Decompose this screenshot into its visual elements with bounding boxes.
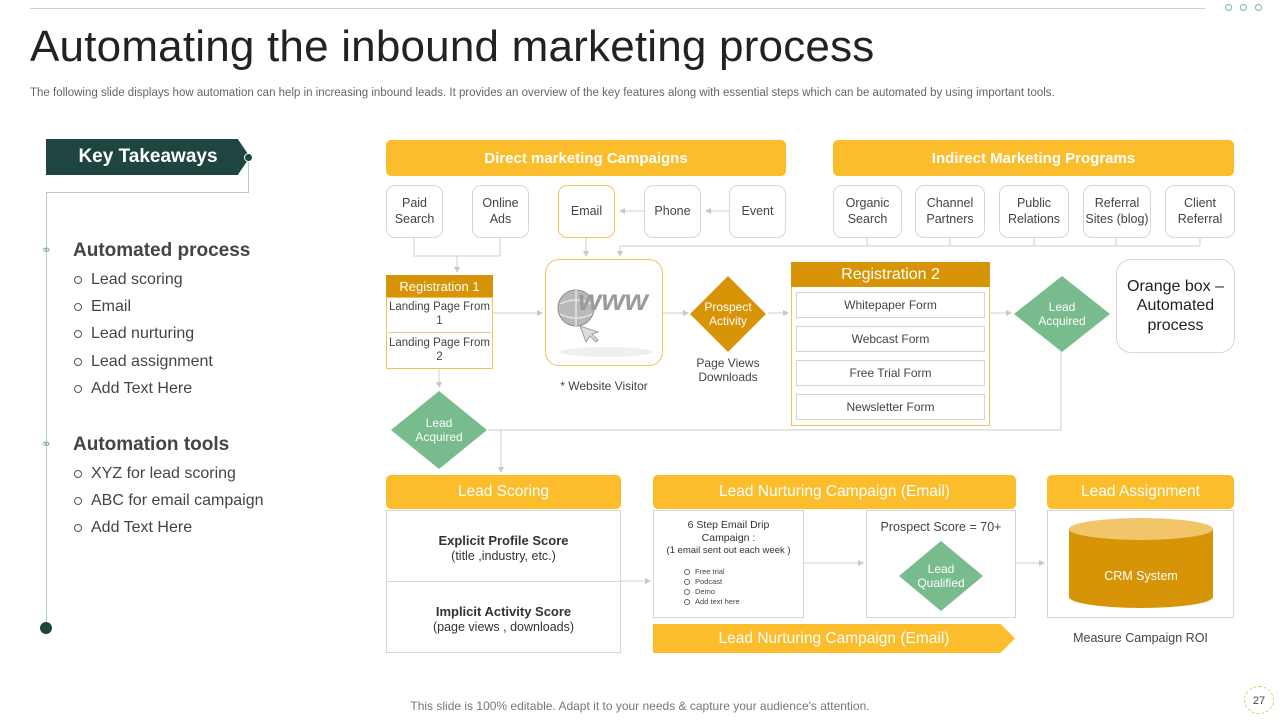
channel-phone: Phone [644,185,701,238]
list-item: Add Text Here [74,380,192,398]
list-item: Demo [684,587,794,597]
circle-bullet-icon [74,330,82,338]
website-visitor-label: * Website Visitor [560,379,648,393]
divider [388,332,491,333]
list-item: XYZ for lead scoring [74,465,236,483]
connector-line [46,192,249,193]
top-divider [30,8,1205,9]
timeline-end-dot [40,622,52,634]
section-marker-icon: ◦» [42,244,50,256]
circle-bullet-icon [74,524,82,532]
measure-roi-label: Measure Campaign ROI [1073,631,1208,645]
channel-organic-search: Organic Search [833,185,902,238]
landing-page-form-2: Landing Page From 2 [388,337,490,363]
channel-email: Email [558,185,615,238]
lead-scoring-header: Lead Scoring [386,475,621,509]
crm-database-icon [1069,518,1213,608]
decorative-dots [1225,4,1262,11]
channel-paid-search: Paid Search [386,185,443,238]
newsletter-form: Newsletter Form [796,394,985,420]
section-marker-icon: ◦» [42,438,50,450]
slide-title: Automating the inbound marketing process [30,22,875,71]
list-item: Lead assignment [74,353,213,371]
prospect-score-label: Prospect Score = 70+ [880,520,1002,534]
dot-icon [1225,4,1232,11]
list-item: Add Text Here [74,519,192,537]
lead-acquired-right-label: Lead Acquired [1038,299,1086,328]
lead-acquired-left-label: Lead Acquired [415,415,463,444]
www-text: www [578,284,650,317]
channel-channel-partners: Channel Partners [915,185,985,238]
drip-campaign-title: 6 Step Email Drip Campaign : [687,519,770,545]
list-item: Email [74,298,131,316]
section-heading-automated-process: Automated process [73,240,251,261]
lead-acquired-left-diamond [391,391,487,469]
section-heading-automation-tools: Automation tools [73,434,230,455]
dot-icon [1240,4,1247,11]
page-number-ring [1244,686,1274,714]
crm-system-label: CRM System [1104,569,1178,583]
channel-client-referral: Client Referral [1165,185,1235,238]
list-item: Lead scoring [74,271,183,289]
whitepaper-form: Whitepaper Form [796,292,985,318]
webcast-form: Webcast Form [796,326,985,352]
orange-box-legend: Orange box – Automated process [1116,259,1235,353]
page-views-label: Page Views Downloads [696,356,760,385]
channel-online-ads: Online Ads [472,185,529,238]
slide-footer: This slide is 100% editable. Adapt it to… [410,699,870,713]
page-number: 27 [1252,695,1266,707]
channel-event: Event [729,185,786,238]
timeline-line [46,192,47,626]
free-trial-form: Free Trial Form [796,360,985,386]
prospect-activity-diamond [690,276,766,352]
prospect-activity-label: Prospect Activity [704,299,752,328]
globe-www-icon: www [557,284,652,357]
explicit-profile-desc: (title ,industry, etc.) [451,549,556,563]
dot-icon [1255,4,1262,11]
lead-qualified-diamond [899,541,983,611]
drip-campaign-list: Free trial Podcast Demo Add text here [684,567,794,608]
slide-subtitle: The following slide displays how automat… [30,87,1055,99]
circle-bullet-icon [74,358,82,366]
circle-bullet-icon [74,385,82,393]
circle-bullet-icon [74,497,82,505]
lead-acquired-right-diamond [1014,276,1110,352]
list-item: ABC for email campaign [74,492,264,510]
connector-line [248,162,249,193]
website-graphic-box: www [545,259,663,366]
key-takeaways-banner: Key Takeaways [46,139,250,175]
circle-bullet-icon [74,276,82,284]
indirect-marketing-header: Indirect Marketing Programs [833,140,1234,176]
explicit-profile-score: Explicit Profile Score [438,533,569,548]
lead-qualified-label: Lead Qualified [917,561,965,590]
lead-nurturing-header: Lead Nurturing Campaign (Email) [653,475,1016,509]
implicit-activity-desc: (page views , downloads) [432,620,575,634]
drip-campaign-note: (1 email sent out each week ) [666,545,791,556]
banner-node-icon [244,153,253,162]
registration-2-title: Registration 2 [791,262,990,287]
channel-public-relations: Public Relations [999,185,1069,238]
circle-bullet-icon [74,303,82,311]
list-item: Podcast [684,577,794,587]
divider [386,581,621,582]
lead-assignment-header: Lead Assignment [1047,475,1234,509]
registration-1-panel [386,297,493,369]
list-item: Lead nurturing [74,325,194,343]
implicit-activity-score: Implicit Activity Score [435,604,572,619]
circle-bullet-icon [74,470,82,478]
list-item: Add text here [684,597,794,607]
lead-nurturing-banner: Lead Nurturing Campaign (Email) [653,624,1015,653]
list-item: Free trial [684,567,794,577]
channel-referral-sites: Referral Sites (blog) [1083,185,1151,238]
landing-page-form-1: Landing Page From 1 [388,301,490,327]
direct-marketing-header: Direct marketing Campaigns [386,140,786,176]
registration-1-title: Registration 1 [386,275,493,297]
